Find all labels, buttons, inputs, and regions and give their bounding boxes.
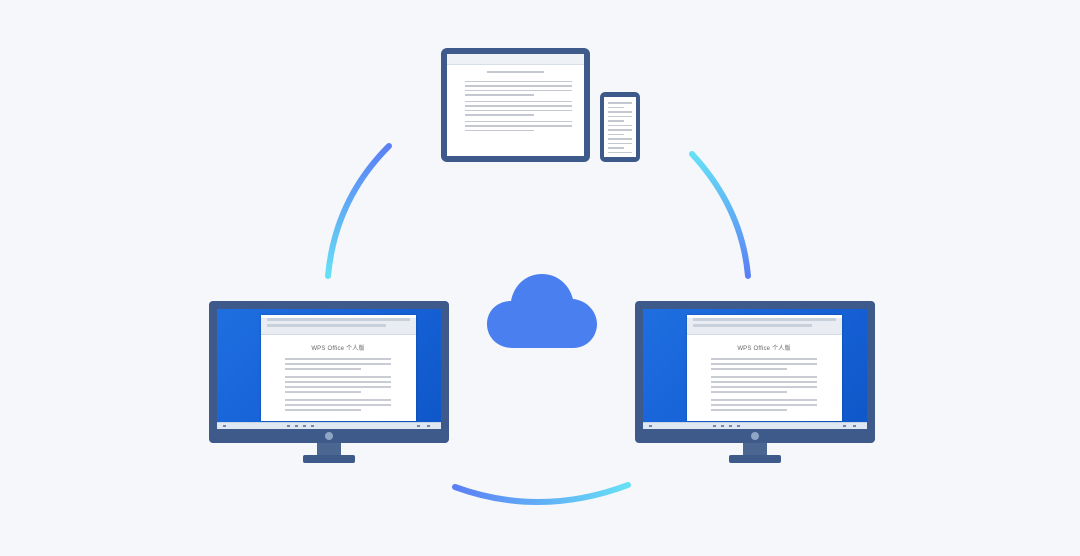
power-indicator <box>751 432 759 440</box>
tablet-screen <box>447 54 584 156</box>
tablet-toolbar <box>447 54 584 65</box>
phone-screen <box>604 97 636 157</box>
document-page: WPS Office 个人版 <box>701 335 827 421</box>
document-toolbar <box>261 318 416 335</box>
document-toolbar <box>687 318 842 335</box>
document-window: WPS Office 个人版 <box>687 315 842 421</box>
document-title: WPS Office 个人版 <box>311 346 365 352</box>
sync-arc-right <box>689 151 751 279</box>
monitor-neck <box>317 443 341 455</box>
monitor-frame: WPS Office 个人版 <box>209 301 449 443</box>
monitor-screen: WPS Office 个人版 <box>217 309 441 429</box>
desktop-monitor-left: WPS Office 个人版 <box>209 301 449 467</box>
monitor-frame: WPS Office 个人版 <box>635 301 875 443</box>
tablet-device <box>441 48 590 162</box>
monitor-screen: WPS Office 个人版 <box>643 309 867 429</box>
taskbar <box>217 422 441 429</box>
cloud-icon <box>487 274 597 348</box>
monitor-stand <box>303 455 355 463</box>
taskbar <box>643 422 867 429</box>
power-indicator <box>325 432 333 440</box>
desktop-monitor-right: WPS Office 个人版 <box>635 301 875 467</box>
sync-arc-left <box>325 143 392 279</box>
document-title: WPS Office 个人版 <box>737 346 791 352</box>
document-page: WPS Office 个人版 <box>275 335 401 421</box>
monitor-neck <box>743 443 767 455</box>
sync-arc-bottom <box>452 482 631 505</box>
phone-device <box>600 92 640 162</box>
monitor-stand <box>729 455 781 463</box>
document-window: WPS Office 个人版 <box>261 315 416 421</box>
